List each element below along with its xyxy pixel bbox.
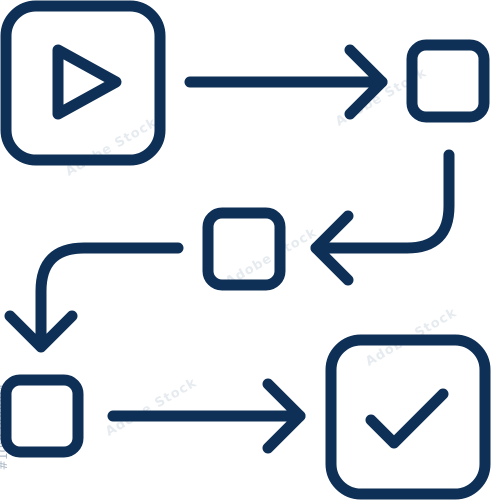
step-node-1 — [406, 39, 490, 123]
end-box — [325, 334, 491, 500]
arrow-icon — [4, 242, 184, 353]
start-box — [0, 0, 166, 166]
step-node-3 — [0, 374, 84, 458]
checkmark-icon — [365, 388, 449, 449]
arrow-icon — [107, 378, 306, 454]
step-node-2 — [202, 207, 286, 291]
play-icon — [52, 44, 122, 120]
end-node — [325, 334, 491, 500]
start-node — [0, 0, 166, 166]
arrow-icon — [310, 149, 455, 286]
arrow-icon — [184, 44, 388, 120]
